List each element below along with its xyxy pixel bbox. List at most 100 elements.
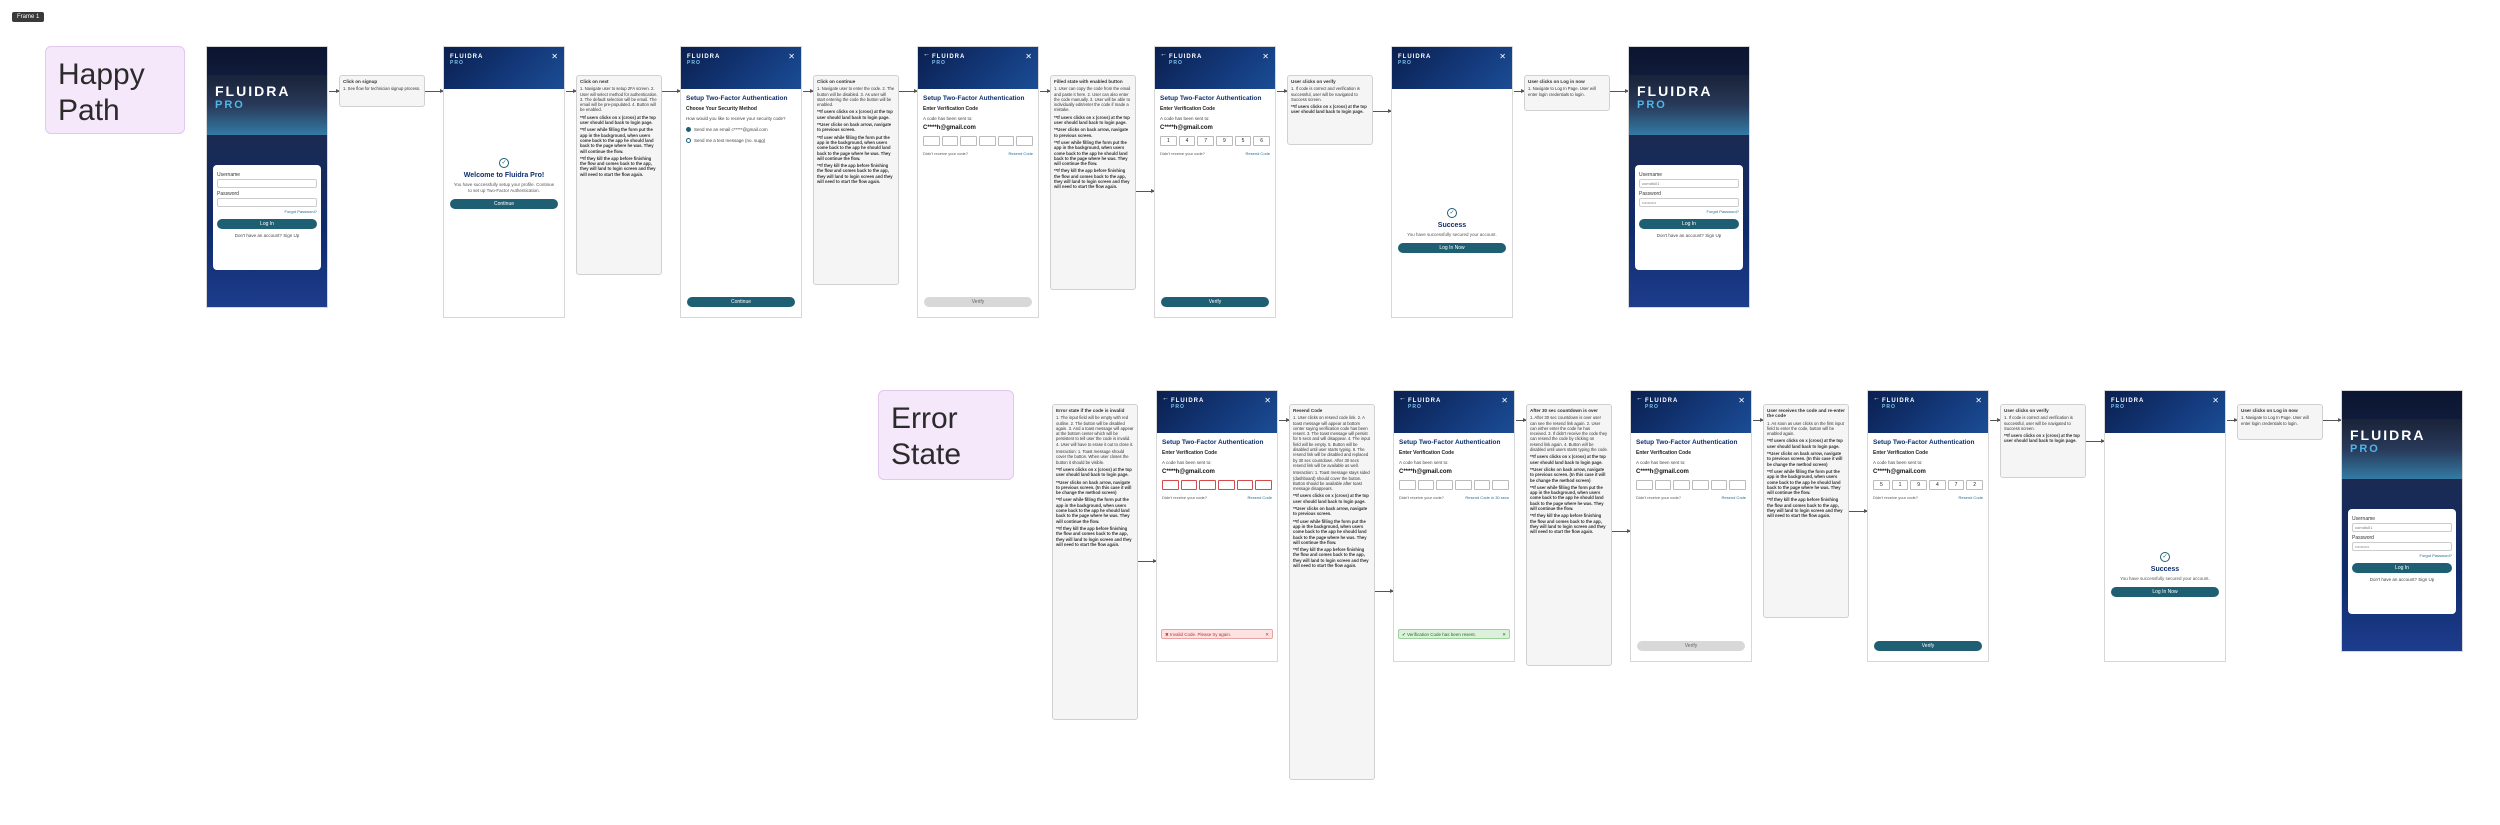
flow-arrow [1516, 418, 1527, 422]
username-label: Username [217, 172, 241, 178]
back-arrow-icon[interactable]: ← [1873, 395, 1880, 402]
page-subtitle: Enter Verification Code [1636, 450, 1692, 456]
signup-link[interactable]: Don't have an account? Sign Up [234, 233, 300, 238]
password-input[interactable] [217, 198, 317, 207]
close-icon[interactable]: ✕ [1025, 52, 1032, 61]
continue-button[interactable]: Continue [687, 297, 795, 307]
resend-link[interactable]: Resend Code [1008, 151, 1033, 156]
code-inputs[interactable] [1157, 476, 1277, 494]
username-input[interactable]: corndls01 [1639, 179, 1739, 188]
radio-email[interactable]: Send me an email c*****@gmail.com [681, 124, 801, 135]
resend-link[interactable]: Resend Code [1245, 151, 1270, 156]
login-button[interactable]: Log In [1639, 219, 1739, 229]
radio-text[interactable]: Send me a text message (no. sugg) [681, 135, 801, 146]
forgot-password-link[interactable]: Forgot Password? [2419, 553, 2452, 558]
code-inputs[interactable] [918, 132, 1038, 150]
close-icon[interactable]: ✕ [1264, 396, 1271, 405]
flow-arrow [1610, 89, 1629, 93]
success-text: You have successfully secured your accou… [2120, 576, 2210, 581]
login-button[interactable]: Log In [2352, 563, 2452, 573]
note-reenter: User receives the code and re-enter the … [1763, 404, 1849, 618]
code-inputs[interactable] [1394, 476, 1514, 494]
flow-arrow [2323, 418, 2342, 422]
verify-button[interactable]: Verify [1874, 641, 1982, 651]
resend-link[interactable]: Resend Code [1958, 495, 1983, 500]
username-input[interactable] [217, 179, 317, 188]
email-value: C****h@gmail.com [1162, 469, 1215, 475]
page-subtitle: Enter Verification Code [1399, 450, 1455, 456]
close-icon[interactable]: ✕ [1499, 52, 1506, 61]
flow-arrow [566, 89, 577, 93]
sent-text: A code has been sent to: [1873, 460, 1923, 465]
close-icon[interactable]: ✕ [1738, 396, 1745, 405]
page-subtitle: Enter Verification Code [923, 106, 979, 112]
flow-arrow [1136, 189, 1155, 193]
forgot-password-link[interactable]: Forgot Password? [284, 209, 317, 214]
back-arrow-icon[interactable]: ← [1636, 395, 1643, 402]
flow-arrow [1277, 89, 1288, 93]
email-value: C****h@gmail.com [1636, 469, 1689, 475]
verify-button[interactable]: Verify [924, 297, 1032, 307]
happy-path-title: Happy Path [45, 46, 185, 134]
back-arrow-icon[interactable]: ← [923, 51, 930, 58]
flow-arrow [2227, 418, 2238, 422]
password-label: Password [1639, 191, 1661, 197]
login-now-button[interactable]: Log In Now [2111, 587, 2219, 597]
email-value: C****h@gmail.com [1873, 469, 1926, 475]
password-label: Password [2352, 535, 2374, 541]
back-arrow-icon[interactable]: ← [1399, 395, 1406, 402]
flow-arrow [1990, 418, 2001, 422]
signup-link[interactable]: Don't have an account? Sign Up [1656, 233, 1722, 238]
password-input[interactable]: •••••••••• [2352, 542, 2452, 551]
close-icon[interactable]: ✕ [2212, 396, 2219, 405]
continue-button[interactable]: Continue [450, 199, 558, 209]
code-inputs[interactable] [1631, 476, 1751, 494]
resend-link[interactable]: Resend Code [1721, 495, 1746, 500]
welcome-title: Welcome to Fluidra Pro! [463, 172, 545, 179]
verify-button[interactable]: Verify [1161, 297, 1269, 307]
flow-arrow [662, 89, 681, 93]
page-subtitle: Enter Verification Code [1160, 106, 1216, 112]
login-button[interactable]: Log In [217, 219, 317, 229]
close-icon[interactable]: ✕ [1262, 52, 1269, 61]
signup-link[interactable]: Don't have an account? Sign Up [2369, 577, 2435, 582]
error-toast: ✖ Invalid Code. Please try again.✕ [1161, 629, 1273, 639]
close-icon[interactable]: ✕ [788, 52, 795, 61]
page-title: Setup Two-Factor Authentication [686, 95, 788, 102]
back-arrow-icon[interactable]: ← [1160, 51, 1167, 58]
flow-arrow [425, 89, 444, 93]
check-circle-icon: ✓ [499, 158, 509, 168]
flow-arrow [1279, 418, 1290, 422]
sent-text: A code has been sent to: [1399, 460, 1449, 465]
close-icon[interactable]: ✕ [1975, 396, 1982, 405]
success-toast: ✔ Verification Code has been resent.✕ [1398, 629, 1510, 639]
forgot-password-link[interactable]: Forgot Password? [1706, 209, 1739, 214]
sent-text: A code has been sent to: [1160, 116, 1210, 121]
check-circle-icon: ✓ [2160, 552, 2170, 562]
username-input[interactable]: corndls01 [2352, 523, 2452, 532]
sent-text: A code has been sent to: [923, 116, 973, 121]
page-title: Setup Two-Factor Authentication [1873, 439, 1975, 446]
password-input[interactable]: •••••••••• [1639, 198, 1739, 207]
login-now-button[interactable]: Log In Now [1398, 243, 1506, 253]
close-icon[interactable]: ✕ [1265, 632, 1269, 637]
close-icon[interactable]: ✕ [551, 52, 558, 61]
back-arrow-icon[interactable]: ← [1162, 395, 1169, 402]
close-icon[interactable]: ✕ [1501, 396, 1508, 405]
resend-link[interactable]: Resend Code [1247, 495, 1272, 500]
close-icon[interactable]: ✕ [1502, 632, 1506, 637]
verify-button[interactable]: Verify [1637, 641, 1745, 651]
